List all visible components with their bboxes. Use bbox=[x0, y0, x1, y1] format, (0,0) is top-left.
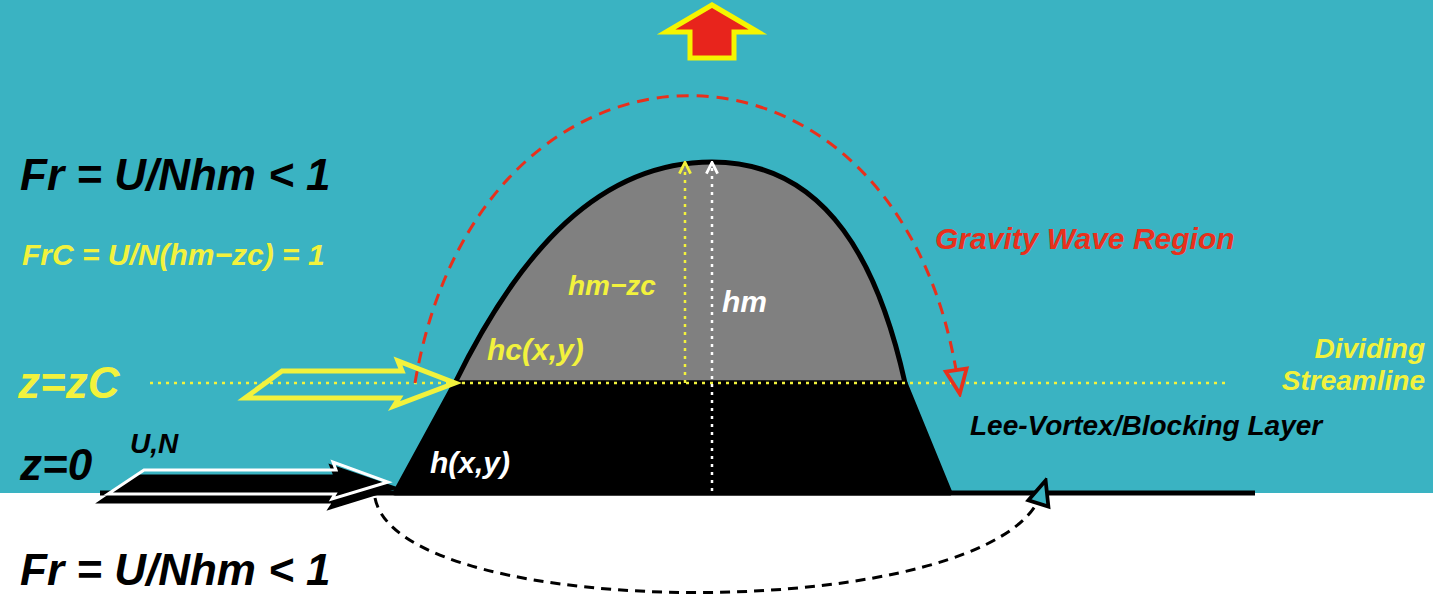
blocking-flow-arc bbox=[375, 492, 1042, 593]
region-label: Lee-Vortex/Blocking Layer bbox=[970, 410, 1322, 442]
mountain-lower bbox=[395, 383, 950, 493]
flow-arrow bbox=[100, 466, 395, 508]
mountain-upper bbox=[455, 162, 905, 383]
dividing-streamline bbox=[150, 382, 1230, 385]
streamline-label: Dividing Streamline bbox=[1225, 333, 1425, 397]
level-label: z=0 bbox=[20, 440, 92, 491]
flow-label: U,N bbox=[130, 428, 178, 460]
dimension-label: hm−zc bbox=[568, 270, 656, 302]
critical-froude-formula: FrC = U/N(hm−zc) = 1 bbox=[22, 238, 325, 273]
froude-formula: Fr = U/Nhm < 1 bbox=[20, 150, 331, 201]
upward-arrow bbox=[666, 5, 758, 58]
dimension-label: hc(x,y) bbox=[487, 333, 584, 368]
flow-arrow bbox=[245, 361, 455, 406]
height-indicator bbox=[684, 168, 687, 383]
dimension-label: hm bbox=[722, 285, 767, 320]
level-label: z=zC bbox=[18, 358, 119, 409]
dimension-label: h(x,y) bbox=[430, 446, 510, 481]
region-label: Gravity Wave Region bbox=[935, 222, 1235, 257]
flow-arrow bbox=[108, 462, 388, 499]
gravity-wave-arc bbox=[415, 96, 958, 383]
height-indicator bbox=[711, 168, 714, 491]
froude-formula: Fr = U/Nhm < 1 bbox=[20, 545, 331, 596]
background-fluid bbox=[0, 0, 1433, 493]
